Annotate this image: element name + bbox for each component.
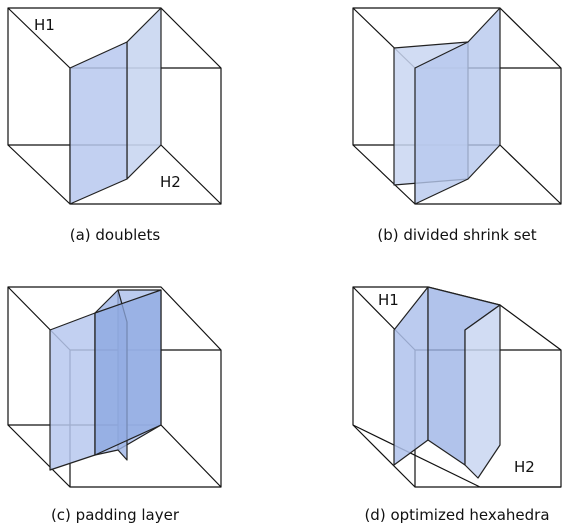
doublet-front-face [69,41,128,205]
caption-d: (d) optimized hexahedra [364,506,549,524]
panel-b-split-faces [393,7,501,205]
padding-inner-face [94,289,162,456]
vertex-label-h1: H1 [34,16,55,34]
padding-left-face [49,312,96,471]
vertex-label-h1-d: H1 [378,291,399,309]
panel-a-doublet-faces [69,7,162,205]
panel-c: (c) padding layer [7,286,222,524]
hexahedron-right-face [464,304,501,479]
caption-a: (a) doublets [70,226,161,244]
panel-d-hexahedra-faces [393,286,501,479]
caption-b: (b) divided shrink set [377,226,536,244]
panel-b: (b) divided shrink set [352,7,562,244]
caption-c: (c) padding layer [51,506,180,524]
panel-d: H1 H2 (d) optimized hexahedra [352,286,562,524]
panel-c-padding-faces [49,289,162,471]
vertex-label-h2-d: H2 [514,458,535,476]
shrink-set-right-face [414,7,501,205]
doublet-back-face [126,7,162,180]
hexahedron-left-face [393,286,429,466]
vertex-label-h2: H2 [160,173,181,191]
panel-a: H1 H2 (a) doublets [7,7,222,244]
